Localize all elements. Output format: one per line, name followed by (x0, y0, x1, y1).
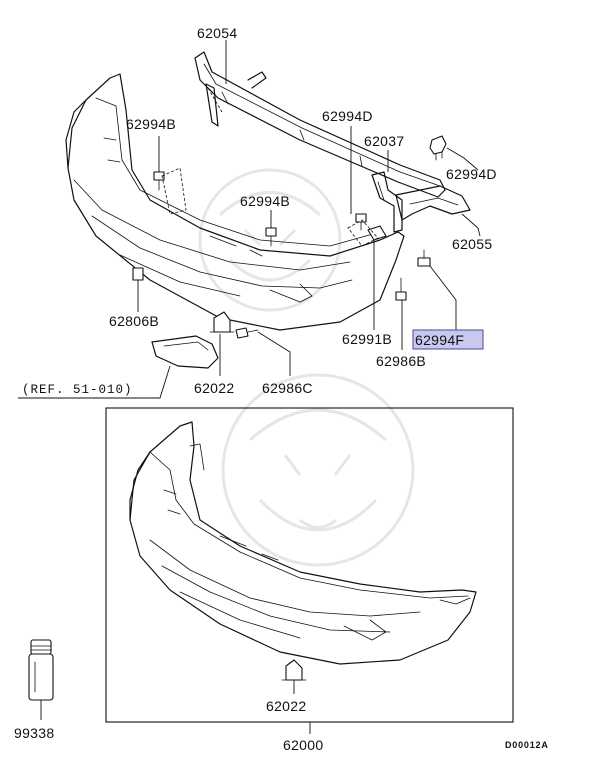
label-62000[interactable]: 62000 (283, 737, 323, 753)
drawing-code: D00012A (505, 740, 549, 750)
clip-62994F[interactable] (417, 249, 431, 267)
reference-label[interactable]: (REF. 51-010) (22, 383, 133, 397)
label-62986C[interactable]: 62986C (262, 380, 313, 396)
clip-62994D-mid[interactable] (355, 213, 367, 231)
label-62994F[interactable]: 62994F (415, 332, 464, 348)
label-62037[interactable]: 62037 (364, 133, 404, 149)
clip-62994B-left[interactable] (153, 171, 165, 191)
label-62994B-mid[interactable]: 62994B (240, 193, 290, 209)
part-labels: 62054 62994B 62994D 62037 62994D 62994B … (14, 25, 549, 753)
clip-62994D-right[interactable] (429, 135, 447, 161)
label-62991B[interactable]: 62991B (342, 331, 392, 347)
side-bracket-62055[interactable] (395, 185, 471, 221)
label-62806B[interactable]: 62806B (109, 313, 159, 329)
exploded-assembly (65, 51, 471, 369)
label-62994B-left[interactable]: 62994B (126, 116, 176, 132)
screw-62986B[interactable] (395, 277, 407, 301)
label-99338[interactable]: 99338 (14, 725, 54, 741)
label-62994D-right[interactable]: 62994D (446, 166, 497, 182)
label-62022-top[interactable]: 62022 (194, 380, 234, 396)
fog-lamp-cover-ref[interactable] (151, 335, 219, 369)
bracket-62037[interactable] (371, 171, 403, 233)
label-62994D-top[interactable]: 62994D (322, 108, 373, 124)
bumper-cover-exploded[interactable] (65, 73, 405, 331)
label-62054[interactable]: 62054 (197, 25, 237, 41)
clip-62022-top[interactable] (209, 311, 235, 333)
clip-62994B-mid[interactable] (265, 227, 277, 247)
label-62055[interactable]: 62055 (452, 236, 492, 252)
leader-lines (18, 40, 481, 399)
retainer-62991B[interactable] (367, 225, 387, 241)
label-62022-bottom[interactable]: 62022 (266, 698, 306, 714)
watermark (198, 168, 415, 567)
bumper-assembly[interactable] (129, 421, 477, 665)
assembly-box-62000 (105, 407, 514, 734)
clip-62022-bottom[interactable] (281, 659, 307, 681)
screw-62986C[interactable] (235, 327, 259, 339)
highlight-62994F (412, 329, 484, 350)
touch-up-paint-99338[interactable] (28, 639, 54, 701)
bumper-reinforcement-62054[interactable] (194, 51, 446, 198)
label-62986B[interactable]: 62986B (376, 353, 426, 369)
nut-62806B[interactable] (132, 267, 144, 281)
